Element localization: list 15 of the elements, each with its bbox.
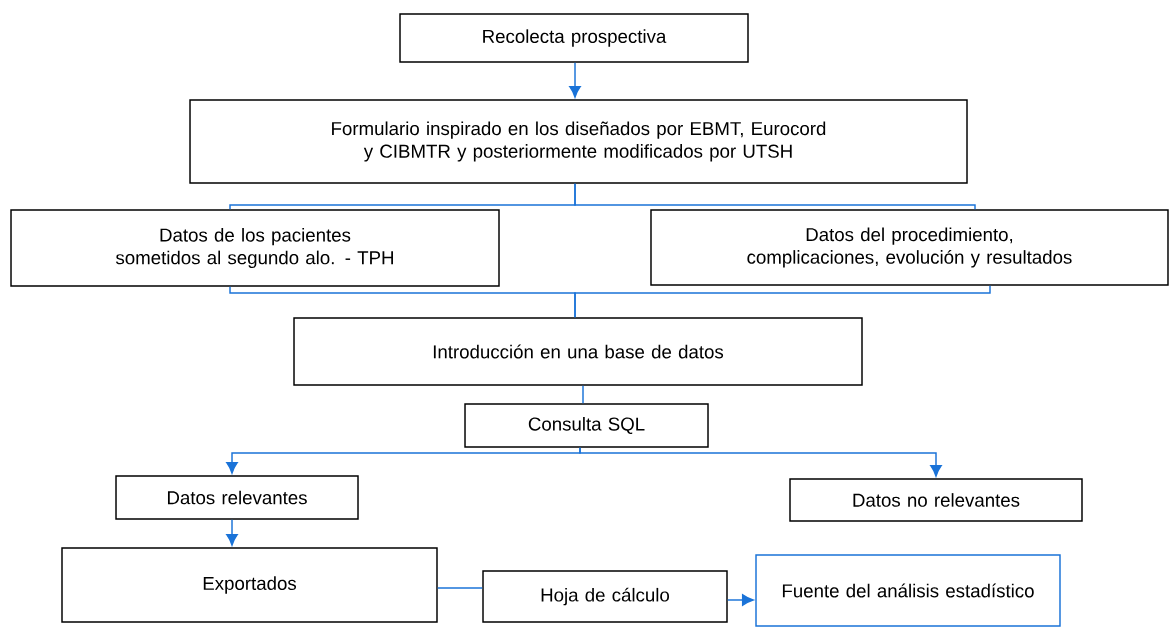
arrow — [579, 447, 942, 477]
process-box: Datos no relevantes — [789, 478, 1083, 522]
process-box: Fuente del análisis estadístico — [755, 554, 1061, 627]
process-box: Exportados — [61, 547, 438, 623]
arrow — [727, 594, 754, 606]
process-box: Hoja de cálculo — [482, 570, 728, 623]
process-box: Datos del procedimiento, complicaciones, evolución y resultados — [650, 209, 1169, 286]
arrow — [569, 62, 581, 98]
process-box: Formulario inspirado en los diseñados por EBMT, Eurocord y CIBMTR y posteriormente modificados por UTSH — [189, 99, 968, 184]
process-box: Consulta SQL — [464, 403, 709, 448]
process-box: Datos de los pacientes sometidos al segundo alo. - TPH — [10, 209, 500, 287]
process-box: Datos relevantes — [115, 475, 359, 520]
arrow — [226, 519, 238, 546]
process-box: Introducción en una base de datos — [293, 317, 863, 386]
process-box: Recolecta prospectiva — [399, 13, 749, 63]
